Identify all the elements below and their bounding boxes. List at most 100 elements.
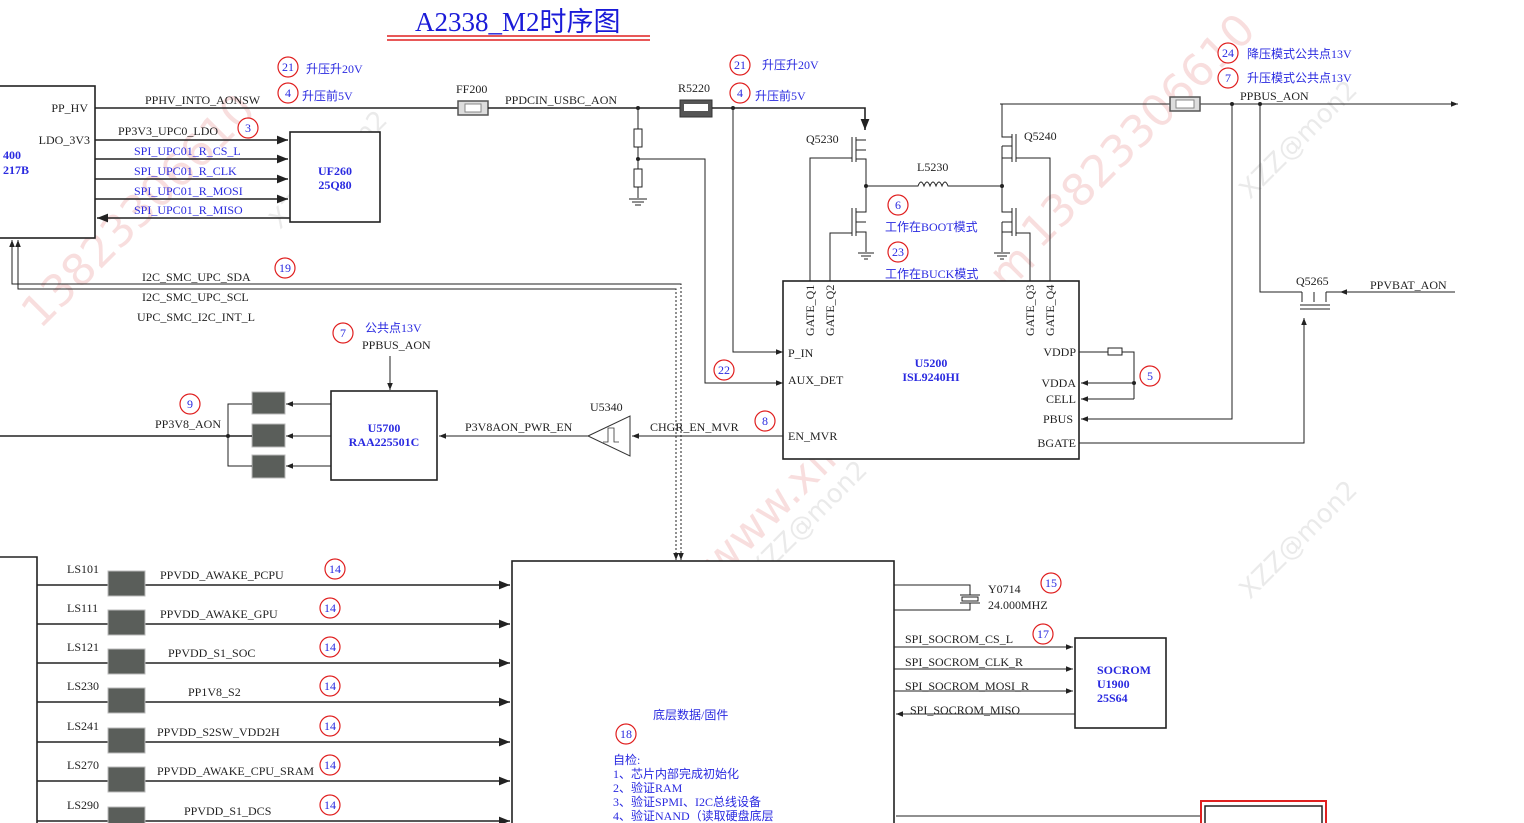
net-label-ppvbat: PPVBAT_AON — [1370, 278, 1447, 292]
pin-gate-q2: GATE_Q2 — [823, 285, 837, 336]
selfcheck-item: 2、验证RAM — [613, 780, 683, 795]
page-title: A2338_M2时序图 — [415, 7, 621, 37]
selfcheck-item: 4、验证NAND（读取硬盘底层 — [613, 808, 774, 823]
step-marker-23: 23 — [887, 241, 909, 263]
inductor-icon — [107, 727, 146, 754]
mosfet-q5230 — [809, 137, 867, 281]
inductor-icon — [107, 766, 146, 793]
wire-i2c-scl — [15, 240, 677, 560]
net-label-socrom-clk: SPI_SOCROM_CLK_R — [905, 655, 1023, 669]
r5220-label: R5220 — [678, 81, 710, 95]
step-marker-3: 3 — [237, 117, 259, 139]
step-marker-21: 21 — [277, 56, 299, 78]
net-label-socrom-cs: SPI_SOCROM_CS_L — [905, 632, 1013, 646]
chip-part: 217B — [3, 163, 29, 177]
svg-text:17: 17 — [1037, 627, 1049, 641]
socrom-part: 25S64 — [1097, 691, 1128, 705]
net-label-spi-cs: SPI_UPC01_R_CS_L — [134, 144, 241, 158]
highlight-box — [1200, 800, 1327, 823]
step-marker-19: 19 — [274, 257, 296, 279]
svg-text:9: 9 — [187, 397, 193, 411]
step-marker-14: 14 — [319, 597, 341, 619]
net-label-ppdcin: PPDCIN_USBC_AON — [505, 93, 617, 107]
socrom-name: SOCROM — [1097, 663, 1151, 677]
svg-text:5: 5 — [1147, 369, 1153, 383]
mosfet-q5240-low — [994, 186, 1031, 281]
ff200-label: FF200 — [456, 82, 487, 96]
u5700-part: RAA225501C — [349, 435, 420, 449]
svg-text:14: 14 — [324, 758, 336, 772]
inductor-label: LS230 — [67, 679, 99, 693]
q5240-label: Q5240 — [1024, 129, 1057, 143]
fuse-ff200 — [457, 100, 489, 116]
svg-text:23: 23 — [892, 245, 904, 259]
net-label-i2c-scl: I2C_SMC_UPC_SCL — [142, 290, 249, 304]
l5230-label: L5230 — [917, 160, 948, 174]
resistor-icon — [1107, 347, 1123, 356]
chip-u5700 — [330, 390, 438, 481]
annotation-common13: 公共点13V — [365, 321, 422, 335]
inductor-icon — [107, 687, 146, 714]
rail-net-label: PPVDD_S1_DCS — [184, 804, 271, 818]
net-label-i2c-sda: I2C_SMC_UPC_SDA — [142, 270, 251, 284]
svg-text:7: 7 — [1225, 71, 1231, 85]
socrom-ref: U1900 — [1097, 677, 1130, 691]
annotation-boost20: 升压升20V — [306, 62, 363, 76]
svg-text:14: 14 — [324, 601, 336, 615]
wire-aux-det — [638, 158, 783, 386]
selfcheck-item: 3、验证SPMI、I2C总线设备 — [613, 794, 761, 809]
wire-pbus — [1081, 104, 1233, 422]
step-marker-14: 14 — [319, 754, 341, 776]
step-marker-14: 14 — [319, 636, 341, 658]
chip-name: 400 — [3, 148, 21, 162]
rail-row: LS121 PPVDD_S1_SOC 14 — [37, 636, 510, 675]
net-label-socrom-miso: SPI_SOCROM_MISO — [910, 703, 1020, 717]
net-label-pphv: PPHV_INTO_AONSW — [145, 93, 261, 107]
svg-text:21: 21 — [282, 60, 294, 74]
uf260-name: UF260 — [318, 164, 352, 178]
resistor-r5220 — [679, 99, 713, 118]
wire-to-q5230 — [712, 107, 870, 130]
inductor-label: LS121 — [67, 640, 99, 654]
step-marker-8: 8 — [754, 410, 776, 432]
step-marker-18: 18 — [615, 723, 637, 745]
mosfet-q5230-low — [829, 186, 874, 281]
step-marker-7: 7 — [332, 322, 354, 344]
svg-text:15: 15 — [1045, 576, 1057, 590]
svg-text:4: 4 — [737, 86, 743, 100]
svg-text:6: 6 — [895, 198, 901, 212]
pin-aux-det: AUX_DET — [788, 373, 844, 387]
mosfet-q5265 — [1300, 291, 1340, 310]
step-marker-6: 6 — [887, 194, 909, 216]
annotation-buck-common: 降压模式公共点13V — [1247, 47, 1352, 61]
step-marker-14: 14 — [319, 794, 341, 816]
pin-vddp: VDDP — [1043, 345, 1076, 359]
rail-net-label: PPVDD_S1_SOC — [168, 646, 255, 660]
crystal-y0714 — [960, 594, 980, 604]
net-label-pp3v3: PP3V3_UPC0_LDO — [118, 124, 218, 138]
u5200-name: U5200 — [915, 356, 948, 370]
fuse-ppbus — [1169, 96, 1201, 112]
chip-socrom — [1074, 637, 1167, 729]
wire-p-in — [732, 108, 783, 355]
pin-ldo-3v3: LDO_3V3 — [39, 133, 90, 147]
u5700-name: U5700 — [368, 421, 401, 435]
net-label-i2c-int: UPC_SMC_I2C_INT_L — [137, 310, 255, 324]
rail-net-label: PPVDD_AWAKE_GPU — [160, 607, 278, 621]
pin-p-in: P_IN — [788, 346, 814, 360]
pin-gate-q4: GATE_Q4 — [1043, 285, 1057, 336]
pin-en-mvr: EN_MVR — [788, 429, 837, 443]
inductor-label: LS270 — [67, 758, 99, 772]
inductor-icon — [107, 806, 146, 823]
svg-text:8: 8 — [762, 414, 768, 428]
svg-text:4: 4 — [285, 86, 291, 100]
u5200-part: ISL9240HI — [902, 370, 960, 384]
svg-text:3: 3 — [245, 121, 251, 135]
chip-uf260 — [289, 131, 381, 223]
step-marker-21: 21 — [729, 54, 751, 76]
